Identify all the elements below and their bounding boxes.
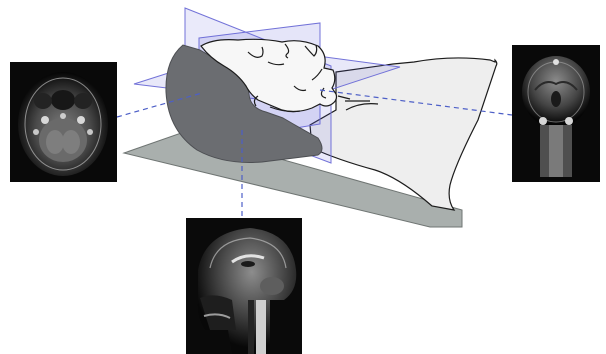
axial-mri-slice [10,62,117,182]
coronal-mri-slice [512,45,600,182]
sagittal-mri-slice [186,218,302,354]
